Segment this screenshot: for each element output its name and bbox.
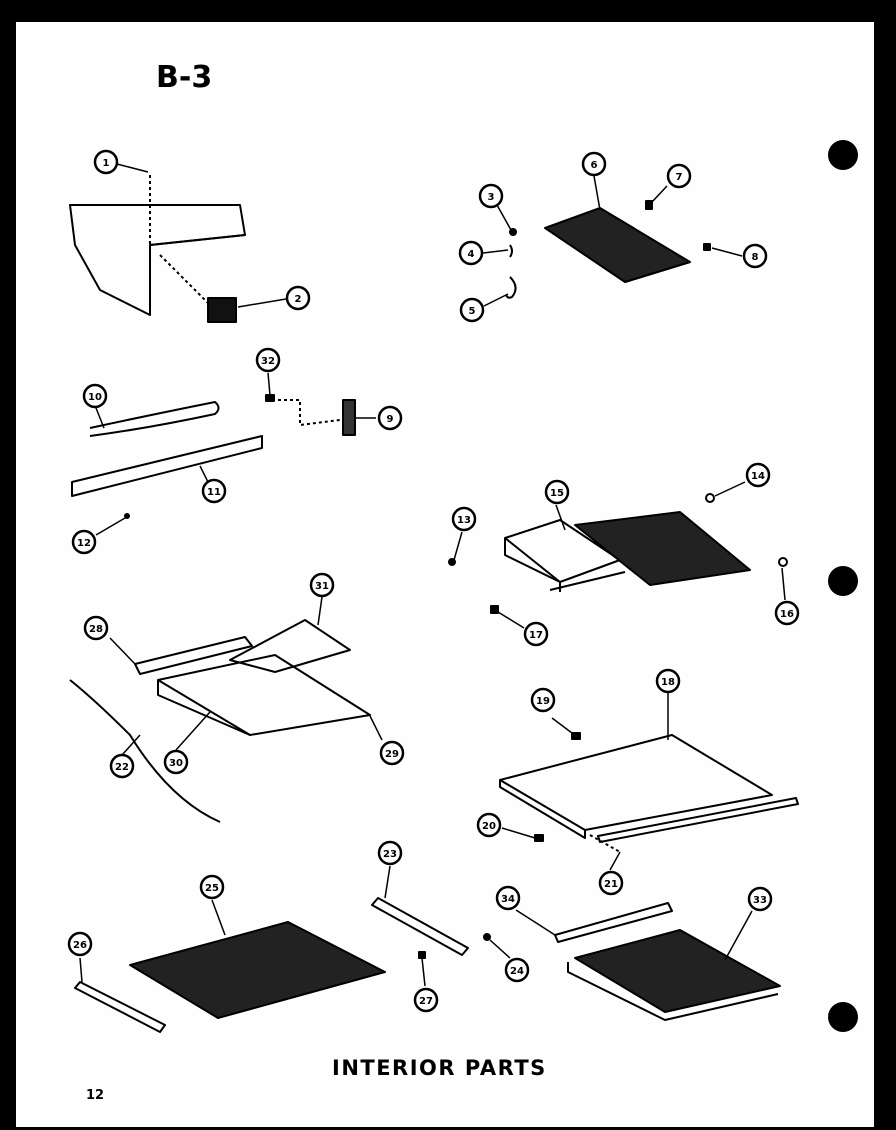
- vent-grille-drawing: [207, 297, 237, 323]
- callout-7: [666, 163, 692, 189]
- page-number: 12: [86, 1088, 105, 1103]
- callout-5: [459, 297, 485, 323]
- callout-label-27: 27: [419, 996, 433, 1007]
- callout-label-23: 23: [383, 849, 397, 860]
- callout-4: [458, 240, 484, 266]
- callout-3: [478, 183, 504, 209]
- callout-30: [163, 749, 189, 775]
- callout-label-2: 2: [295, 294, 302, 305]
- callout-26: [67, 931, 93, 957]
- binder-hole-middle: [828, 566, 858, 596]
- callout-label-16: 16: [780, 609, 794, 620]
- diagram-caption: INTERIOR PARTS: [332, 1056, 547, 1080]
- callout-20: [476, 812, 502, 838]
- callout-10: [82, 383, 108, 409]
- callout-label-26: 26: [73, 940, 87, 951]
- callout-25: [199, 874, 225, 900]
- cabinet-corner-drawing: [69, 175, 246, 316]
- callout-label-21: 21: [604, 879, 618, 890]
- callout-8: [742, 243, 768, 269]
- callout-label-4: 4: [468, 249, 475, 260]
- callout-label-5: 5: [469, 306, 476, 317]
- rail-and-trim-drawing: [71, 394, 356, 519]
- callout-label-24: 24: [510, 966, 524, 977]
- callout-label-8: 8: [752, 252, 759, 263]
- crisper-cover-shelf-drawing: [554, 902, 781, 1021]
- callout-11: [201, 478, 227, 504]
- callout-label-7: 7: [676, 172, 683, 183]
- callout-22: [109, 753, 135, 779]
- leader-lines: [79, 163, 786, 987]
- callout-28: [83, 615, 109, 641]
- callout-29: [379, 740, 405, 766]
- sheet-title: B-3: [156, 60, 213, 95]
- callout-19: [530, 687, 556, 713]
- callout-label-14: 14: [751, 471, 765, 482]
- callout-label-12: 12: [77, 538, 91, 549]
- callout-34: [495, 885, 521, 911]
- shelf-clip-drawings: [505, 200, 711, 299]
- callout-9: [377, 405, 403, 431]
- callout-label-34: 34: [501, 894, 515, 905]
- exploded-parts-drawing: 1 2 3 4 5 6 7 8 9 10 11 12 13 14 15 16 1…: [67, 149, 800, 1033]
- callout-label-33: 33: [753, 895, 767, 906]
- callout-18: [655, 668, 681, 694]
- callout-label-17: 17: [529, 630, 543, 641]
- callout-13: [451, 506, 477, 532]
- callout-1: [93, 149, 119, 175]
- callout-label-28: 28: [89, 624, 103, 635]
- callout-label-11: 11: [207, 487, 221, 498]
- crisper-frame-drawing: [69, 619, 371, 823]
- callout-label-32: 32: [261, 356, 275, 367]
- callout-12: [71, 529, 97, 555]
- callout-label-10: 10: [88, 392, 102, 403]
- callout-label-31: 31: [315, 581, 329, 592]
- callout-6: [581, 151, 607, 177]
- callout-27: [413, 987, 439, 1013]
- binder-hole-bottom: [828, 1002, 858, 1032]
- glass-shelf-drawing: [499, 732, 799, 853]
- slide-out-shelf-drawing: [448, 493, 788, 614]
- callout-label-29: 29: [385, 749, 399, 760]
- callout-label-20: 20: [482, 821, 496, 832]
- binder-hole-top: [828, 140, 858, 170]
- callout-17: [523, 621, 549, 647]
- callout-31: [309, 572, 335, 598]
- callout-33: [747, 886, 773, 912]
- callout-label-3: 3: [488, 192, 495, 203]
- callout-15: [544, 479, 570, 505]
- callout-label-9: 9: [387, 414, 394, 425]
- callout-14: [745, 462, 771, 488]
- callout-label-19: 19: [536, 696, 550, 707]
- callout-32: [255, 347, 281, 373]
- callout-label-30: 30: [169, 758, 183, 769]
- callout-23: [377, 840, 403, 866]
- bottom-wire-shelf-drawing: [74, 897, 491, 1033]
- wire-shelf-drawing: [544, 207, 691, 283]
- callout-16: [774, 600, 800, 626]
- callout-label-13: 13: [457, 515, 471, 526]
- callout-label-6: 6: [591, 160, 598, 171]
- callout-label-18: 18: [661, 677, 675, 688]
- callout-label-15: 15: [550, 488, 564, 499]
- callout-label-25: 25: [205, 883, 219, 894]
- callout-label-22: 22: [115, 762, 129, 773]
- callout-21: [598, 870, 624, 896]
- callout-2: [285, 285, 311, 311]
- callout-label-1: 1: [103, 158, 110, 169]
- callout-24: [504, 957, 530, 983]
- parts-diagram-sheet: B-3: [16, 22, 874, 1127]
